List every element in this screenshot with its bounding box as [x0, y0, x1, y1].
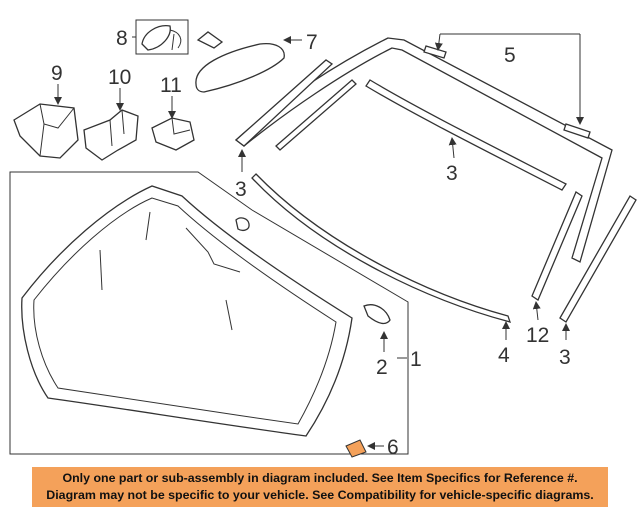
callout-9: 9 — [51, 62, 63, 85]
disclaimer-line-2: Diagram may not be specific to your vehi… — [46, 488, 594, 502]
callout-4: 4 — [498, 344, 510, 367]
callout-1: 1 — [410, 348, 422, 371]
disclaimer-banner: Only one part or sub-assembly in diagram… — [32, 467, 608, 507]
disclaimer-line-1: Only one part or sub-assembly in diagram… — [62, 471, 578, 485]
callout-5: 5 — [504, 44, 516, 67]
part-3-side-moulding-left — [234, 59, 334, 147]
callout-6: 6 — [387, 436, 399, 459]
part-4-lower-moulding — [251, 173, 511, 323]
callout-3-right: 3 — [559, 346, 571, 369]
callout-3-left: 3 — [235, 178, 247, 201]
windshield-glass — [21, 185, 353, 437]
part-7-mirror — [195, 31, 285, 93]
callout-7: 7 — [306, 31, 318, 54]
callout-2: 2 — [376, 356, 388, 379]
sensor-window — [235, 217, 250, 231]
callout-3-center: 3 — [446, 162, 458, 185]
part-3-upper-strip — [365, 79, 567, 191]
part-9-sensor-cover — [13, 103, 79, 159]
part-5-upper-moulding — [234, 37, 613, 263]
callout-12: 12 — [526, 324, 549, 347]
part-12-side-moulding — [531, 191, 583, 301]
callout-11: 11 — [160, 74, 182, 97]
callout-8: 8 — [116, 27, 128, 50]
part-6-label — [345, 439, 367, 458]
part-3-side-moulding-left-inner — [275, 79, 357, 151]
part-8-clip — [169, 29, 182, 51]
part-8-cover — [141, 25, 171, 51]
assembly-box — [9, 171, 409, 455]
part-5-clip-b — [563, 123, 591, 139]
callout-10: 10 — [108, 66, 131, 89]
part-2-bracket — [363, 304, 391, 325]
part-3-side-moulding-right — [559, 195, 637, 323]
